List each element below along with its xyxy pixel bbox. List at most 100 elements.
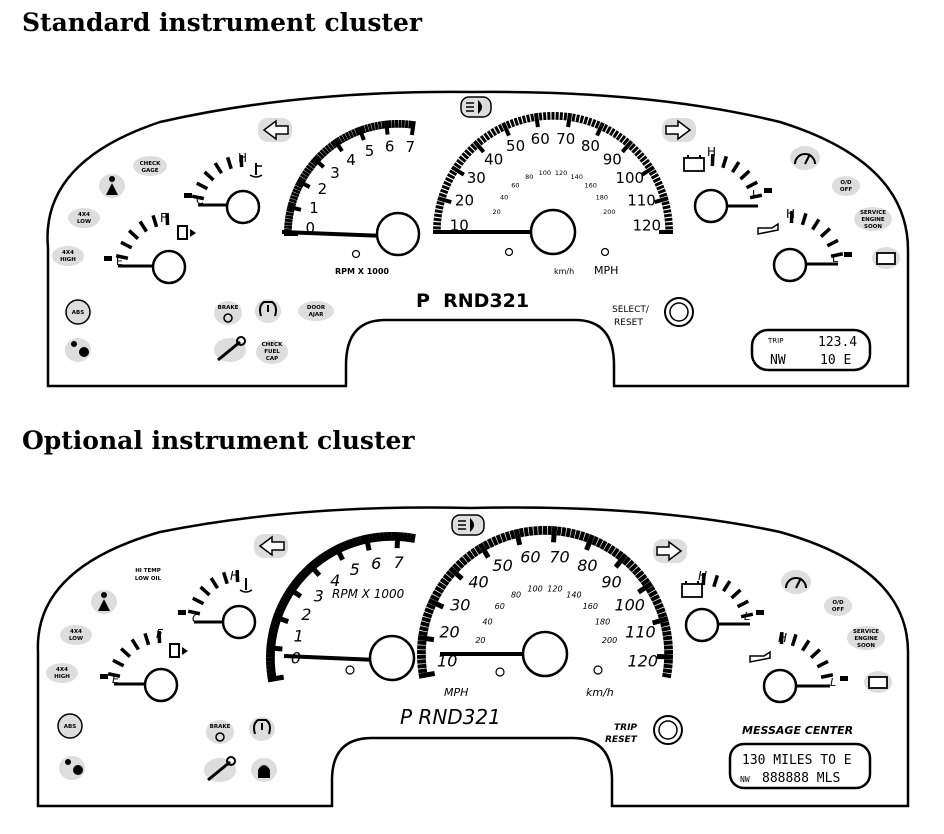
gauge-tick xyxy=(657,611,668,619)
gauge-tick xyxy=(569,528,576,539)
gauge-tick xyxy=(286,208,295,213)
gauge-tick xyxy=(518,527,525,538)
oil-h-label: H xyxy=(707,145,716,159)
gauge-tick xyxy=(556,526,562,536)
gauge-tick xyxy=(324,144,332,153)
svg-text:O/D: O/D xyxy=(840,180,852,186)
message-center-display: 130 MILES TO E NW 888888 MLS xyxy=(728,742,872,790)
right-turn-arrow-icon xyxy=(653,539,687,563)
gauge-tick-label: 80 xyxy=(577,556,597,575)
temp-h-label: H xyxy=(230,569,239,583)
tach-hub xyxy=(375,211,421,257)
od-off-light: O/D OFF xyxy=(824,596,852,616)
hi-temp-low-oil-light: HI TEMP LOW OIL xyxy=(135,568,162,582)
gauge-tick xyxy=(266,668,276,674)
volt-h-label: H xyxy=(778,631,787,645)
gauge-tick xyxy=(280,596,290,604)
gauge-tick xyxy=(306,561,322,578)
gauge-tick xyxy=(745,180,759,190)
reset-label: RESET xyxy=(605,735,638,745)
kmh-unit: km/h xyxy=(586,686,614,699)
gauge-tick xyxy=(486,538,495,548)
gauge-tick xyxy=(375,532,381,542)
gauge-tick xyxy=(563,112,568,121)
gauge-tick-label: 100 xyxy=(614,595,645,614)
gauge-tick xyxy=(267,637,277,643)
svg-text:HIGH: HIGH xyxy=(60,257,76,263)
fuel-gauge: F E xyxy=(104,211,196,285)
gauge-tick xyxy=(651,616,669,626)
message-line-2: 888888 MLS xyxy=(762,771,840,786)
gauge-tick xyxy=(575,114,580,123)
gauge-tick-label: 1 xyxy=(294,626,304,645)
gauge-tick xyxy=(443,180,452,187)
gauge-tick xyxy=(285,215,294,220)
gauge-tick xyxy=(266,672,277,678)
gauge-tick xyxy=(130,638,140,651)
gauge-tick xyxy=(203,170,215,182)
gauge-tick xyxy=(800,212,808,226)
gauge-tick xyxy=(402,532,408,542)
gauge-tick xyxy=(359,535,366,545)
gauge-tick xyxy=(613,553,628,569)
gauge-tick xyxy=(317,151,325,160)
svg-text:ABS: ABS xyxy=(72,310,84,316)
gauge-tick xyxy=(533,112,540,128)
gauge-tick xyxy=(637,573,648,583)
gauge-tick xyxy=(456,158,464,166)
gauge-tick xyxy=(641,165,656,177)
gauge-tick xyxy=(528,526,534,536)
abs-light: ABS xyxy=(65,299,91,325)
volt-h-label: H xyxy=(786,207,795,221)
gauge-tick xyxy=(300,173,309,180)
gauge-tick xyxy=(790,633,798,647)
4x4-high-light: 4X4 HIGH xyxy=(46,663,78,683)
gauge-tick xyxy=(603,542,612,553)
gauge-tick xyxy=(663,640,673,646)
gauge-tick xyxy=(438,192,447,198)
oil-h-label: H xyxy=(698,569,707,583)
headlight-high-beam-icon xyxy=(460,96,492,118)
gauge-tick xyxy=(284,589,294,598)
gauge-tick xyxy=(327,142,335,151)
gauge-tick xyxy=(631,146,639,154)
gauge-tick xyxy=(645,585,656,594)
gauge-tick xyxy=(652,598,663,606)
gauge-tick xyxy=(289,194,299,201)
gauge-tick xyxy=(446,173,456,180)
gauge-tick xyxy=(445,570,455,579)
svg-text:ENGINE: ENGINE xyxy=(861,217,885,223)
trip-reset-button[interactable] xyxy=(653,715,683,745)
gauge-tick xyxy=(819,227,832,238)
gauge-tick xyxy=(437,581,447,590)
oil-can-icon xyxy=(757,222,779,235)
right-turn-arrow-icon xyxy=(662,118,696,142)
trip-label: TRIP xyxy=(767,337,783,345)
gauge-tick-label: 180 xyxy=(595,617,610,626)
trip-value: 123.4 xyxy=(818,335,857,350)
engine-temp-gauge: H C xyxy=(178,569,257,640)
gauge-tick-label: 6 xyxy=(371,554,381,573)
left-turn-arrow-icon xyxy=(254,534,288,558)
svg-text:ABS: ABS xyxy=(64,724,76,730)
gauge-tick xyxy=(143,632,151,646)
gauge-tick xyxy=(622,556,631,566)
gauge-tick xyxy=(542,112,547,121)
gauge-tick xyxy=(663,213,672,218)
gauge-tick-label: 50 xyxy=(506,137,525,155)
select-reset-button[interactable] xyxy=(664,297,694,327)
gauge-tick-label: 90 xyxy=(601,573,621,592)
gauge-tick xyxy=(660,621,670,628)
gauge-tick-label: 20 xyxy=(492,208,500,216)
gauge-tick xyxy=(295,182,304,189)
charging-system-icon xyxy=(864,671,892,693)
gauge-tick xyxy=(278,599,289,608)
gauge-tick xyxy=(314,154,323,162)
gauge-tick xyxy=(434,209,443,214)
gauge-tick xyxy=(410,533,416,543)
gauge-tick xyxy=(587,117,593,126)
theft-indicator-icon xyxy=(251,758,277,782)
gauge-tick xyxy=(472,140,486,154)
gauge-tick xyxy=(352,537,359,547)
gauge-tick xyxy=(504,531,512,541)
